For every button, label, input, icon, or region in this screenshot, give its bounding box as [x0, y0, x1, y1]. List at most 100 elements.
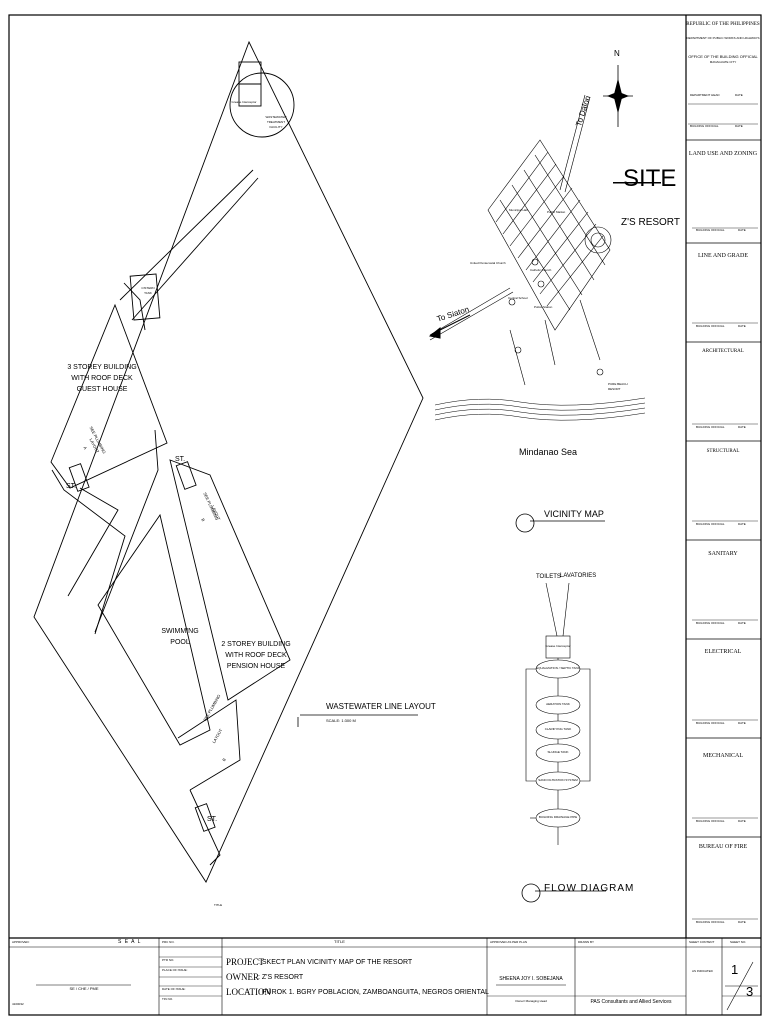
- guest-house-label-3: GUEST HOUSE: [76, 386, 128, 393]
- flow-box-drainage: BUILDING DRAINAGE PIPE: [538, 815, 578, 819]
- sidebar-bo-2: BUILDING OFFICIAL: [696, 324, 725, 328]
- tb-prc-no: PRC NO.: [162, 940, 175, 944]
- sidebar-department: DEPARTMENT OF PUBLIC WORKS AND HIGHWAYS: [686, 36, 760, 40]
- tb-sheet-no-label: SHEET NO.: [730, 940, 747, 944]
- pension-house-label-2: WITH ROOF DECK: [225, 652, 287, 659]
- site-underline: [613, 182, 661, 184]
- tb-sheet-content: SHEET CONTENT: [689, 940, 715, 944]
- tb-sheet-total: 3: [746, 984, 754, 999]
- sidebar-bo-8: BUILDING OFFICIAL: [696, 920, 725, 924]
- guest-house-label-1: 3 STOREY BUILDING: [67, 364, 137, 371]
- sidebar-date-9: DATE: [738, 819, 746, 823]
- tb-ptr-no: PTR NO.: [162, 958, 175, 962]
- site-label: SITE: [623, 165, 677, 192]
- sidebar-republic: REPUBLIC OF THE PHILIPPINES: [686, 22, 760, 27]
- tb-consultant: PAS Consultants and Allied Services: [590, 999, 672, 1005]
- cistern-tank-label-1: CISTERN: [141, 286, 155, 290]
- sidebar-bo-7: BUILDING OFFICIAL: [696, 819, 725, 823]
- tb-project-value: : SKECT PLAN VICINITY MAP OF THE RESORT: [258, 959, 413, 966]
- tb-date-issue: DATE OF ISSUE:: [162, 987, 186, 991]
- landmark-municipal-hall: Municipal Hall: [509, 208, 528, 212]
- sidebar-date-6: DATE: [738, 522, 746, 526]
- sidebar-section-electrical: ELECTRICAL: [704, 649, 742, 655]
- sheet-border: [8, 14, 762, 1016]
- tb-small-code: 4100032: [12, 1002, 24, 1006]
- pension-house-label-3: PENSION HOUSE: [226, 663, 286, 670]
- tb-seal: S E A L: [118, 939, 142, 945]
- sidebar-bo-5: BUILDING OFFICIAL: [696, 621, 725, 625]
- site-plan-footer-note: TITLE: [214, 903, 223, 907]
- grease-interceptor-label: Grease Interceptor: [231, 100, 257, 104]
- sidebar-section-bureau-fire: BUREAU OF FIRE: [698, 844, 748, 850]
- sidebar-date-4: DATE: [738, 324, 746, 328]
- sidebar-date-7: DATE: [738, 621, 746, 625]
- sidebar-section-structural: STRUCTURAL: [706, 449, 740, 454]
- sidebar-date-8: DATE: [738, 721, 746, 725]
- sea-coastline: [434, 397, 646, 421]
- tb-sheet-no: 1: [731, 962, 739, 977]
- landmark-public-market: Public Market: [547, 210, 566, 214]
- sidebar-office: OFFICE OF THE BUILDING OFFICIAL: [688, 54, 758, 59]
- tb-owner-name: SHEENA JOY I. SOBEJANA: [499, 976, 563, 982]
- landmark-central-school: Central School: [508, 296, 528, 300]
- vicinity-map-title: VICINITY MAP: [544, 509, 604, 519]
- sidebar-dept-head: DEPARTMENT HEAD: [690, 93, 720, 97]
- site-plan-lines: [33, 40, 424, 883]
- sidebar-bo-6: BUILDING OFFICIAL: [696, 721, 725, 725]
- flow-box-sludge: SLUDGE TANK: [547, 750, 569, 754]
- septic-tank-label-2: ST.: [66, 483, 77, 490]
- sea-label: Mindanao Sea: [519, 447, 578, 457]
- vicinity-pointer-arrows: [428, 314, 471, 339]
- sidebar-section-land-use: LAND USE AND ZONING: [688, 151, 758, 157]
- sidebar-building-official-top: BUILDING OFFICIAL: [690, 124, 719, 128]
- sidebar-section-sanitary: SANITARY: [708, 551, 738, 557]
- landmark-catholic-church: Catholic Church: [530, 268, 552, 272]
- tb-tin-no: TIN NO.: [162, 997, 173, 1001]
- flow-lavatories-label: LAVATORIES: [560, 573, 597, 579]
- flow-box-septic: EQUALIZATION / SEPTIC TANK: [536, 666, 580, 670]
- landmark-pure-beach-1: PURE BEACH: [608, 382, 628, 386]
- tb-approved: APPROVED:: [12, 940, 30, 944]
- landmark-united-church: United Pentecostal Church: [470, 261, 506, 265]
- sidebar-section-mechanical: MECHANICAL: [703, 753, 743, 759]
- tb-approved-per-plan: APPROVED AS PER PLAN: [490, 940, 528, 944]
- tb-location-label: LOCATION: [226, 987, 271, 997]
- landmark-police-station: Police Station: [534, 305, 553, 309]
- north-arrow-icon: [603, 65, 633, 127]
- treatment-facility-label-1: WASTEWATER: [265, 115, 287, 119]
- resort-name-label: Z'S RESORT: [621, 217, 680, 228]
- tb-owner-role: Owner/ Managing Head: [515, 999, 547, 1003]
- tb-project-label: PROJECT: [226, 957, 265, 967]
- guest-house-label-2: WITH ROOF DECK: [71, 375, 133, 382]
- tb-as-indicated: AS INDICATED: [692, 969, 713, 973]
- sidebar-date-1: DATE: [735, 93, 743, 97]
- sidebar-city: MANAGUATE CITY: [709, 60, 737, 64]
- tb-place-issue: PLACE OF ISSUE:: [162, 968, 188, 972]
- sidebar-bo-1: BUILDING OFFICIAL: [696, 228, 725, 232]
- sidebar-date-10: DATE: [738, 920, 746, 924]
- tb-title-header: TITLE: [334, 939, 345, 944]
- landmark-pure-beach-2: RESORT: [608, 387, 621, 391]
- pension-house-label-1: 2 STOREY BUILDING: [221, 641, 291, 648]
- flow-box-sand-filter: SAND FILTRATION SYSTEM: [538, 778, 578, 782]
- treatment-facility-label-2: TREATMENT: [266, 120, 286, 124]
- wastewater-layout-scale: SCALE: 1:300 M: [326, 718, 356, 723]
- flow-diagram-lines: [521, 582, 606, 903]
- sidebar-section-architectural: ARCHITECTURAL: [702, 349, 744, 354]
- swimming-pool-label-2: POOL: [170, 639, 190, 646]
- swimming-pool-label-1: SWIMMING: [161, 628, 199, 635]
- sidebar-bo-4: BUILDING OFFICIAL: [696, 522, 725, 526]
- septic-tank-label-1: ST.: [175, 456, 186, 463]
- sidebar-bo-3: BUILDING OFFICIAL: [696, 425, 725, 429]
- flow-diagram-title: FLOW DIAGRAM: [544, 883, 635, 894]
- north-label: N: [614, 49, 620, 58]
- sidebar-date-3: DATE: [738, 228, 746, 232]
- cistern-tank-label-2: TANK: [144, 291, 152, 295]
- flow-toilets-label: TOILETS: [536, 574, 561, 580]
- flow-box-clarifying: CLARIFYING TANK: [544, 727, 572, 731]
- tb-se-che: SE / CHE / PME: [69, 986, 99, 991]
- flow-box-aeration: AERATION TANK: [546, 702, 570, 706]
- vicinity-roads: [429, 94, 612, 386]
- tb-drawn-by: DRAWN BY: [578, 940, 595, 944]
